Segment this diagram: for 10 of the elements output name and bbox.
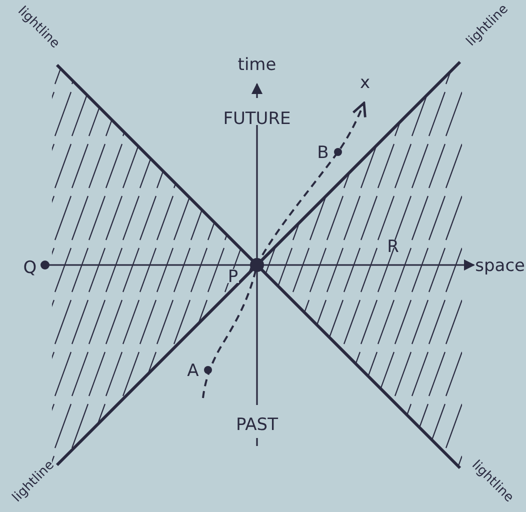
point-label: x [360,73,370,93]
point-label: A [187,361,199,381]
point-label: P [228,267,238,287]
region-label: R [387,237,399,257]
region-label: FUTURE [223,109,291,129]
point-label: B [317,143,329,163]
region-label: PAST [236,415,278,435]
axis-label: space [475,256,525,276]
point-label: Q [23,258,37,278]
axis-label: time [238,55,276,75]
